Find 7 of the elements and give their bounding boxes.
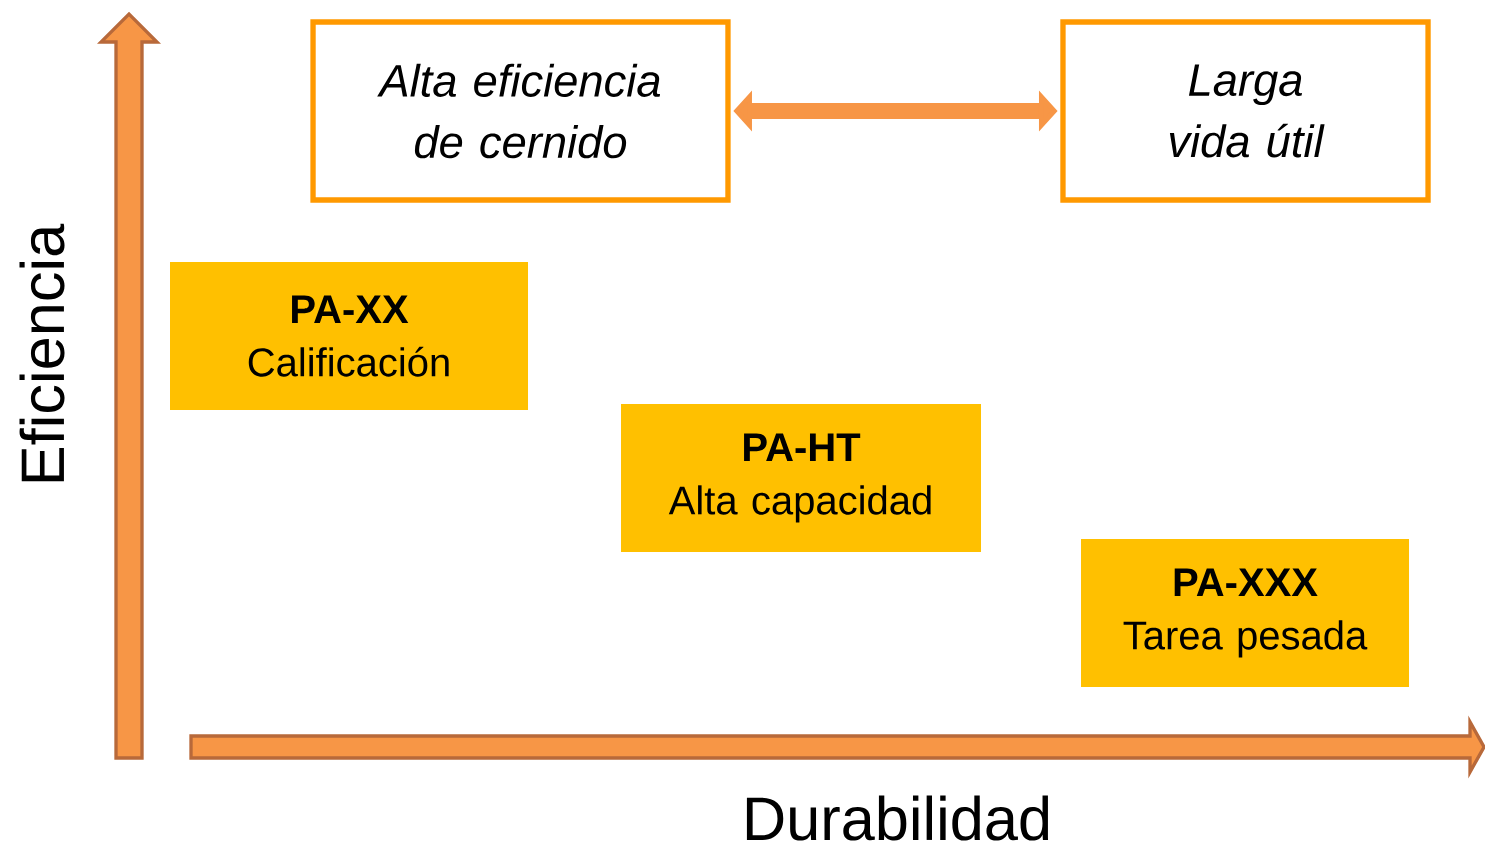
axis-label: Durabilidad bbox=[746, 795, 1049, 841]
filled-box: PA-XX Calificación bbox=[170, 262, 528, 410]
axis-label: Eficiencia bbox=[19, 223, 65, 482]
outlined-box: Larga vida útil bbox=[1060, 19, 1431, 203]
outlined-box: Alta eficiencia de cernido bbox=[310, 19, 731, 203]
filled-box: PA-XXX Tarea pesada bbox=[1081, 539, 1409, 687]
filled-box: PA-HT Alta capacidad bbox=[621, 404, 981, 552]
